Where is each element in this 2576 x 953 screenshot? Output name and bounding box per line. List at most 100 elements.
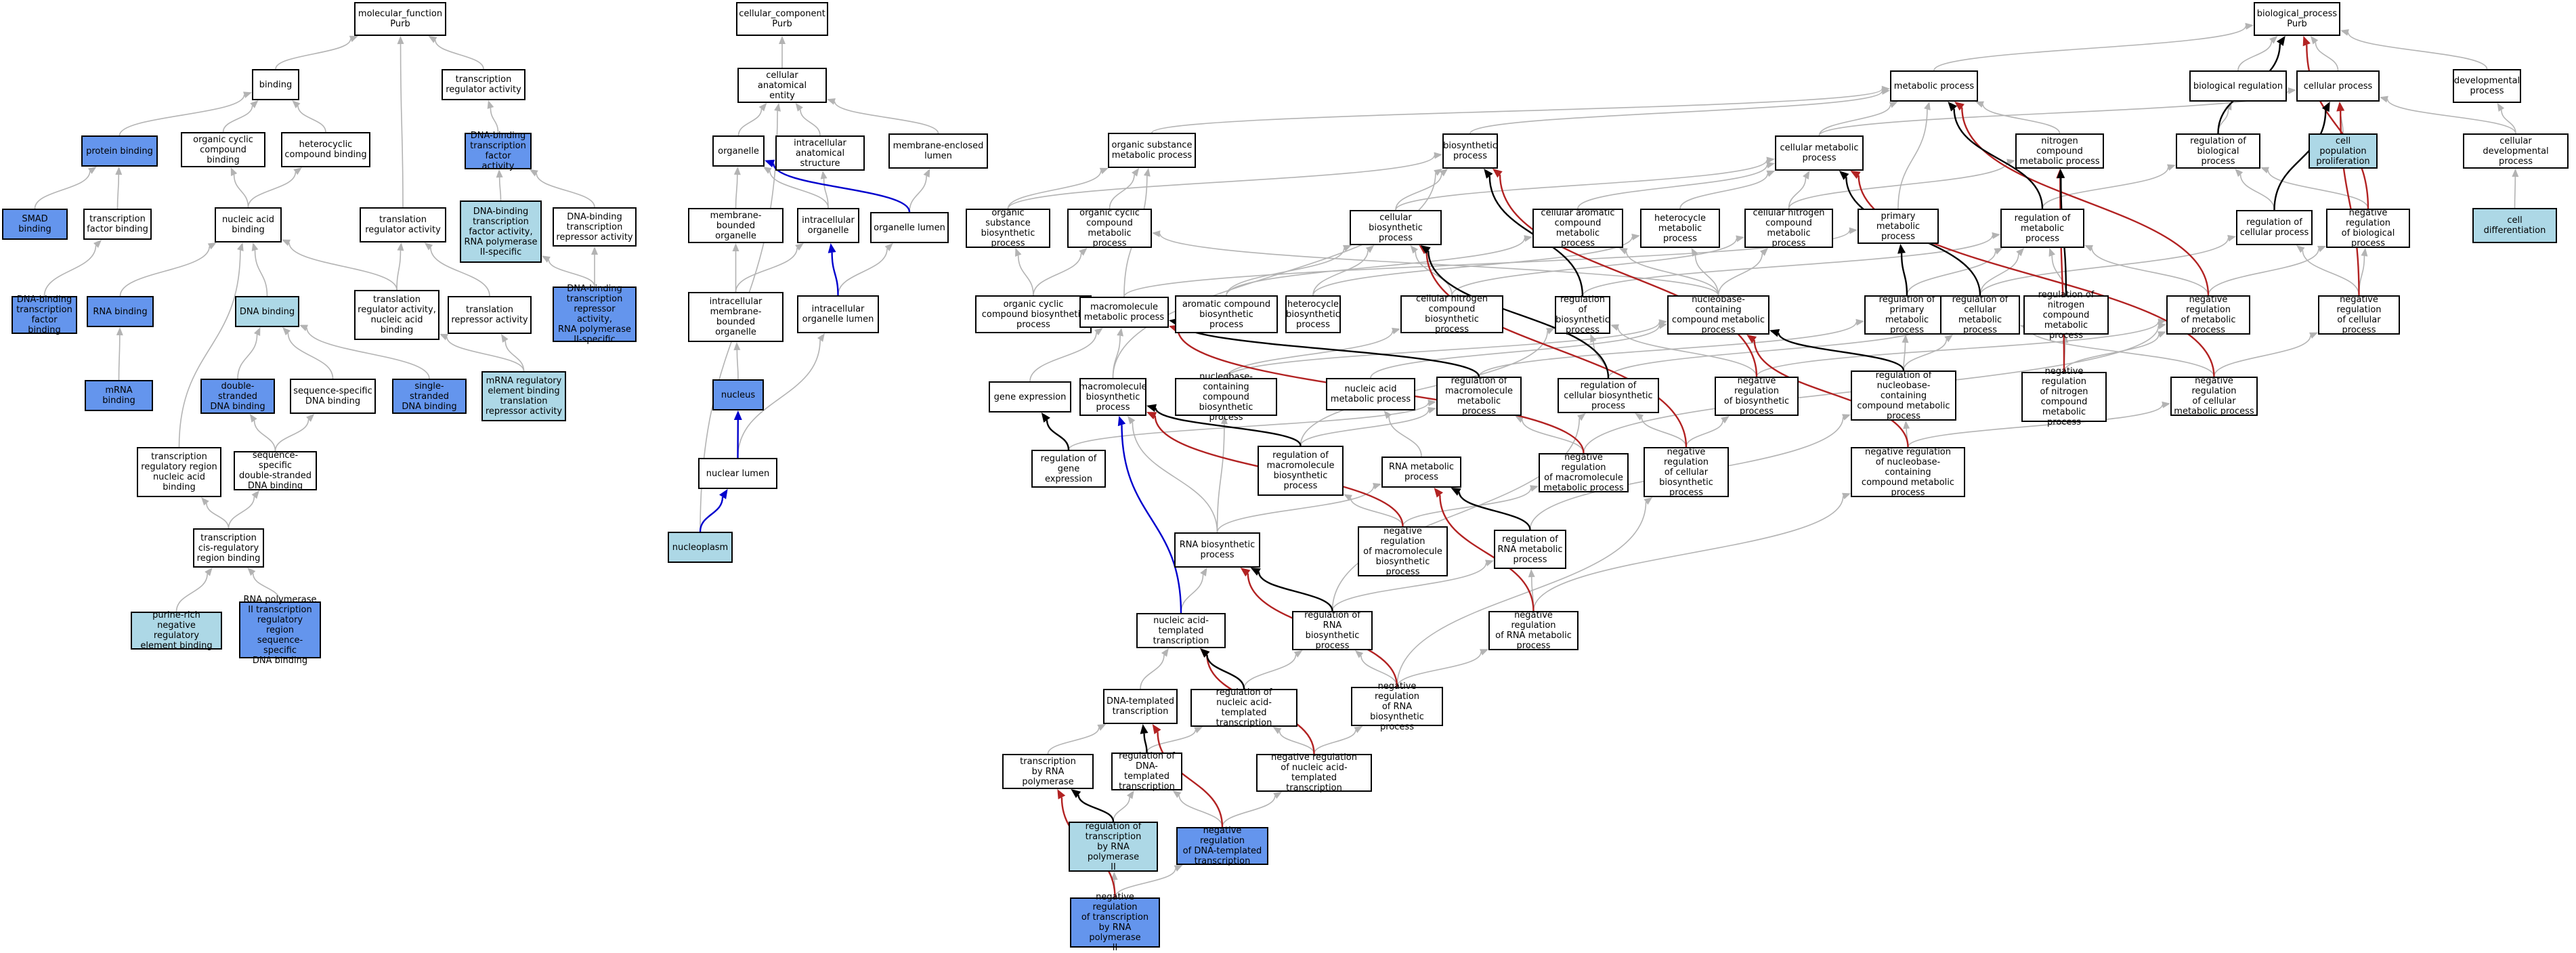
arrowhead-ge-to-mmp	[1094, 328, 1103, 335]
go-term-node-dbtfa2: DNA-binding transcription factor activit…	[460, 200, 542, 263]
go-term-node-trrnab: transcription regulatory region nucleic …	[137, 447, 221, 497]
arrowhead-breg-to-bp	[2269, 36, 2277, 44]
go-term-node-dbtfb: DNA-binding transcription factor binding	[12, 296, 77, 334]
arrowhead-nrbsp-to-rbsp	[1610, 324, 1619, 331]
edge-binding-to-mf	[276, 39, 351, 69]
edge-hcb-to-binding	[298, 106, 326, 132]
go-term-node-rtp2: regulation of transcription by RNA polym…	[1069, 822, 1158, 872]
edge-dbtfa2-to-dbtfa	[500, 177, 501, 200]
go-term-node-trac: transcription regulator activity	[442, 69, 525, 100]
arrowhead-mrnareg-to-trepr	[501, 334, 509, 343]
go-term-node-tfb: transcription factor binding	[83, 209, 152, 240]
arrowhead-mel-to-cae	[827, 98, 836, 105]
edge-rnat-to-rrnabp	[1244, 655, 1295, 689]
edge-rnabp-to-mbsp	[1132, 423, 1217, 532]
edge-iol-to-io	[832, 253, 838, 295]
arrowhead-nrnbcmp-to-nrcmp	[2162, 402, 2170, 408]
edge-io-to-organelle	[770, 171, 828, 208]
arrowhead-rrnabp-to-rcbp	[1577, 413, 1586, 421]
go-term-node-trepr: translation repressor activity	[448, 296, 532, 334]
arrowhead-acbp-to-cacmp	[1524, 235, 1532, 242]
arrowhead-rdtt-to-dtt	[1140, 724, 1149, 734]
go-term-node-nbcmp: nucleobase-containing compound metabolic…	[1667, 295, 1769, 335]
arrowhead-np-to-nl	[719, 489, 728, 499]
edge-imbo-to-io	[736, 248, 798, 292]
arrowhead-rnamp-to-namp	[1384, 410, 1392, 419]
go-term-node-ssdna: single-stranded DNA binding	[392, 379, 467, 414]
arrowhead-nrrnamp-to-rrnamp	[1528, 569, 1535, 577]
go-term-node-rnbcmp: regulation of nucleobase-containing comp…	[1851, 370, 1956, 421]
go-term-node-iol: intracellular organelle lumen	[797, 295, 879, 333]
go-term-node-mrnareg: mRNA regulatory element binding translat…	[481, 371, 566, 421]
edge-trrnab-to-nab	[179, 250, 240, 447]
arrowhead-io-to-ias	[821, 171, 828, 179]
edge-rnabp-to-nbcbp	[1218, 424, 1224, 532]
edge-ias-to-cae	[800, 110, 820, 135]
arrowhead-rnap2-to-tcrrb	[247, 568, 255, 576]
arrowhead-mmp-to-osmp	[1144, 168, 1151, 177]
edge-nrdtt-to-nrnat	[1222, 796, 1275, 827]
arrowhead-rbp-to-bp	[2277, 36, 2285, 46]
edge-cp-to-bp	[2315, 42, 2338, 70]
edge-trp-to-dtt	[1048, 727, 1099, 754]
go-term-node-cbp: cellular biosynthetic process	[1350, 210, 1442, 245]
arrowhead-dbtfa-to-trac	[488, 100, 494, 109]
go-term-node-rrnamp: regulation of RNA metabolic process	[1494, 530, 1566, 569]
edge-mrnab-to-rnab	[119, 335, 120, 380]
edge-cacmp-to-cmp	[1578, 165, 1767, 209]
arrowhead-ssdb-to-dnab	[282, 327, 291, 335]
edge-tcrrb-to-trrnab	[207, 503, 229, 528]
arrowhead-nl-to-nucleus	[734, 410, 742, 420]
edge-occbp-to-occmp	[1033, 253, 1081, 295]
go-term-node-io: intracellular organelle	[797, 208, 859, 243]
go-term-node-tra: translation regulator activity	[360, 207, 446, 242]
go-term-node-nrmmp: negative regulation of macromolecule met…	[1539, 453, 1629, 492]
go-term-node-mrnab: mRNA binding	[85, 380, 153, 411]
edge-cmp-to-mp	[1820, 105, 1891, 135]
go-term-node-rcp: regulation of cellular process	[2236, 210, 2313, 245]
arrowhead-hcb-to-binding	[292, 100, 300, 108]
go-term-node-rmp: regulation of metabolic process	[2000, 209, 2084, 248]
arrowhead-nrrnabp-to-rrnabp	[1355, 650, 1363, 658]
arrowhead-cncbp-to-cncmp	[1736, 235, 1744, 242]
edge-mp-to-bp	[1934, 26, 2246, 70]
edge-rcmp-to-rmp	[1980, 254, 2019, 295]
arrowhead-ocb-to-binding	[250, 100, 258, 108]
go-term-node-nucleus: nucleus	[712, 379, 764, 410]
edge-trac-to-mf	[435, 40, 484, 69]
edge-tranab-to-nab	[289, 242, 397, 290]
edge-rrnabp-to-rnabp	[1259, 572, 1333, 611]
arrowhead-rbsp-to-bsp	[1484, 169, 1493, 179]
go-term-node-rnabp: RNA biosynthetic process	[1174, 532, 1260, 568]
go-term-node-bp: biological_process Purb	[2254, 2, 2340, 36]
go-term-node-nrbp: negative regulation of biological proces…	[2326, 209, 2410, 248]
go-term-node-cae: cellular anatomical entity	[737, 68, 827, 103]
arrowhead-imbo-to-io	[795, 243, 804, 251]
edge-rmbp-to-rmmp	[1301, 410, 1429, 446]
arrowhead-cdiff-to-cdp	[2512, 169, 2518, 177]
arrowhead-hbp-to-cbp	[1366, 245, 1374, 253]
go-term-node-ssdb: sequence-specific DNA binding	[290, 379, 376, 414]
edge-nrmmp-to-rmmp	[1522, 420, 1584, 453]
go-term-node-occbp: organic cyclic compound biosynthetic pro…	[975, 295, 1092, 333]
edge-nrbsp-to-bsp	[1500, 175, 1757, 377]
arrowhead-tcrrb-to-ssdsdb	[252, 490, 259, 499]
edge-nab-to-ocb	[234, 175, 249, 207]
edge-dnab-to-nab	[255, 251, 267, 296]
edge-ge-to-mmp	[1030, 333, 1096, 381]
arrowhead-imbo-to-mbo	[733, 243, 739, 251]
edge-rcp-to-rbp	[2241, 175, 2275, 210]
go-term-node-trp: transcription by RNA polymerase	[1002, 754, 1094, 789]
edge-rdtt-to-dtt	[1144, 734, 1147, 753]
edge-mel-to-cae	[834, 102, 938, 133]
go-term-node-dp: developmental process	[2453, 69, 2521, 103]
edge-nrcp-to-nrbp	[2359, 256, 2365, 295]
edge-ssdsdb-to-dsdna	[255, 421, 276, 451]
go-term-node-rncmp: regulation of nitrogen compound metaboli…	[2023, 295, 2109, 335]
arrowhead-nat-to-rnabp	[1200, 568, 1207, 576]
edge-occbp-to-osbp	[1018, 255, 1033, 295]
edge-ocb-to-binding	[223, 106, 253, 132]
arrowhead-hbp-to-hmp	[1631, 234, 1640, 240]
edge-mbsp-to-bsp	[1113, 173, 1436, 378]
go-term-node-bsp: biosynthetic process	[1442, 133, 1498, 169]
